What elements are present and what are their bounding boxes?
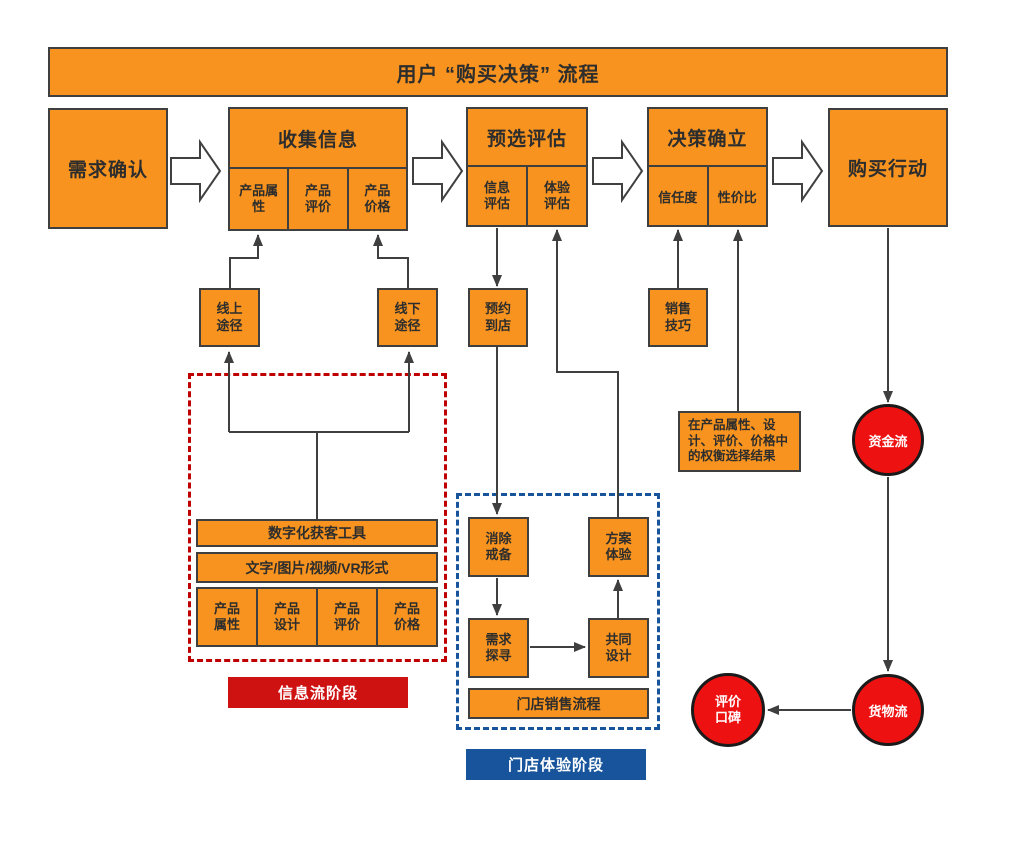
connector-planexp-to-expeval bbox=[552, 229, 619, 517]
cell2-product-attribute-label: 产品 属性 bbox=[213, 600, 240, 632]
stage-preselect-header-label: 预选评估 bbox=[486, 128, 567, 150]
stage-need-label: 需求确认 bbox=[67, 160, 148, 181]
connector-online-to-attribute bbox=[229, 234, 263, 288]
page-title: 用户 “购买决策” 流程 bbox=[48, 47, 948, 97]
store-sales-process-bar: 门店销售流程 bbox=[468, 688, 649, 719]
block-arrow-4-icon bbox=[772, 139, 824, 203]
store-sales-process-label: 门店销售流程 bbox=[516, 695, 601, 712]
info-flow-stage-text: 信息流阶段 bbox=[277, 685, 358, 702]
info-flow-dashed-container bbox=[188, 373, 447, 662]
sales-skill-box: 销售 技巧 bbox=[648, 288, 708, 347]
cell-product-price-label: 产品 价格 bbox=[364, 182, 391, 214]
cell2-product-design-label: 产品 设计 bbox=[273, 600, 300, 632]
connector-offline-to-price bbox=[373, 234, 409, 288]
money-flow-circle: 资金流 bbox=[852, 404, 924, 476]
cell2-product-attribute: 产品 属性 bbox=[198, 589, 256, 645]
media-forms-bar: 文字/图片/视频/VR形式 bbox=[196, 552, 438, 583]
cell-product-review: 产品 评价 bbox=[287, 169, 347, 229]
stage-buy-label: 购买行动 bbox=[847, 159, 928, 180]
sales-skill-label: 销售 技巧 bbox=[664, 301, 691, 333]
digital-tool-bar: 数字化获客工具 bbox=[196, 519, 438, 547]
stage-decision-header: 决策确立 bbox=[649, 109, 766, 167]
stage-collect-box: 收集信息 产品属 性 产品 评价 产品 价格 bbox=[228, 107, 408, 231]
stage-preselect-header: 预选评估 bbox=[468, 109, 586, 167]
cell2-product-review: 产品 评价 bbox=[316, 589, 376, 645]
offline-channel-label: 线下 途径 bbox=[394, 301, 421, 333]
digital-tool-label: 数字化获客工具 bbox=[268, 525, 366, 541]
defuse-label: 消除 戒备 bbox=[485, 530, 512, 562]
cell-trust: 信任度 bbox=[649, 167, 707, 225]
info-flow-stage-label: 信息流阶段 bbox=[228, 677, 408, 708]
cell-info-evaluate: 信息 评估 bbox=[468, 167, 526, 225]
cell2-product-design: 产品 设计 bbox=[256, 589, 316, 645]
offline-channel-box: 线下 途径 bbox=[377, 288, 438, 347]
block-arrow-1-icon bbox=[170, 139, 222, 203]
plan-experience-label: 方案 体验 bbox=[605, 530, 632, 562]
stage-preselect-box: 预选评估 信息 评估 体验 评估 bbox=[466, 107, 588, 227]
store-experience-stage-label: 门店体验阶段 bbox=[466, 749, 646, 780]
online-channel-box: 线上 途径 bbox=[199, 288, 260, 347]
appointment-label: 预约 到店 bbox=[484, 301, 511, 333]
cell-product-attribute-label: 产品属 性 bbox=[239, 182, 279, 214]
goods-flow-circle: 货物流 bbox=[852, 674, 924, 746]
cell-experience-evaluate-label: 体验 评估 bbox=[543, 179, 570, 211]
cell-product-attribute: 产品属 性 bbox=[230, 169, 288, 229]
cell2-product-price-label: 产品 价格 bbox=[393, 600, 420, 632]
money-flow-label: 资金流 bbox=[868, 433, 908, 449]
online-channel-label: 线上 途径 bbox=[216, 301, 243, 333]
cell-trust-label: 信任度 bbox=[658, 189, 698, 205]
appointment-box: 预约 到店 bbox=[468, 288, 528, 347]
review-wom-circle: 评价 口碑 bbox=[691, 673, 765, 747]
stage-decision-header-label: 决策确立 bbox=[667, 128, 748, 150]
cell-info-evaluate-label: 信息 评估 bbox=[483, 179, 510, 211]
tradeoff-note-box: 在产品属性、设 计、评价、价格中 的权衡选择结果 bbox=[678, 411, 801, 472]
plan-experience-box: 方案 体验 bbox=[588, 517, 649, 577]
cell2-product-price: 产品 价格 bbox=[376, 589, 436, 645]
cell2-product-review-label: 产品 评价 bbox=[333, 600, 360, 632]
cell-cost-performance-label: 性价比 bbox=[717, 189, 757, 205]
stage-decision-box: 决策确立 信任度 性价比 bbox=[647, 107, 768, 227]
need-explore-box: 需求 探寻 bbox=[468, 618, 529, 678]
store-experience-stage-text: 门店体验阶段 bbox=[507, 757, 604, 774]
stage-collect-header-label: 收集信息 bbox=[277, 129, 358, 151]
stage-collect-header: 收集信息 bbox=[230, 109, 406, 169]
need-explore-label: 需求 探寻 bbox=[485, 631, 512, 663]
page-title-text: 用户 “购买决策” 流程 bbox=[396, 63, 600, 86]
cell-experience-evaluate: 体验 评估 bbox=[526, 167, 586, 225]
goods-flow-label: 货物流 bbox=[868, 703, 908, 719]
cell-product-price: 产品 价格 bbox=[346, 169, 406, 229]
stage-buy-box: 购买行动 bbox=[828, 108, 948, 227]
media-forms-label: 文字/图片/视频/VR形式 bbox=[245, 559, 389, 576]
block-arrow-2-icon bbox=[412, 139, 464, 203]
cell-cost-performance: 性价比 bbox=[706, 167, 766, 225]
stage-need-box: 需求确认 bbox=[48, 108, 168, 229]
block-arrow-3-icon bbox=[592, 139, 644, 203]
cell-product-review-label: 产品 评价 bbox=[304, 182, 331, 214]
defuse-box: 消除 戒备 bbox=[468, 517, 529, 577]
tradeoff-note-text: 在产品属性、设 计、评价、价格中 的权衡选择结果 bbox=[688, 418, 789, 464]
review-wom-label: 评价 口碑 bbox=[714, 693, 741, 725]
co-design-box: 共同 设计 bbox=[588, 618, 649, 678]
product-cells-row: 产品 属性 产品 设计 产品 评价 产品 价格 bbox=[196, 587, 438, 647]
co-design-label: 共同 设计 bbox=[605, 631, 632, 663]
